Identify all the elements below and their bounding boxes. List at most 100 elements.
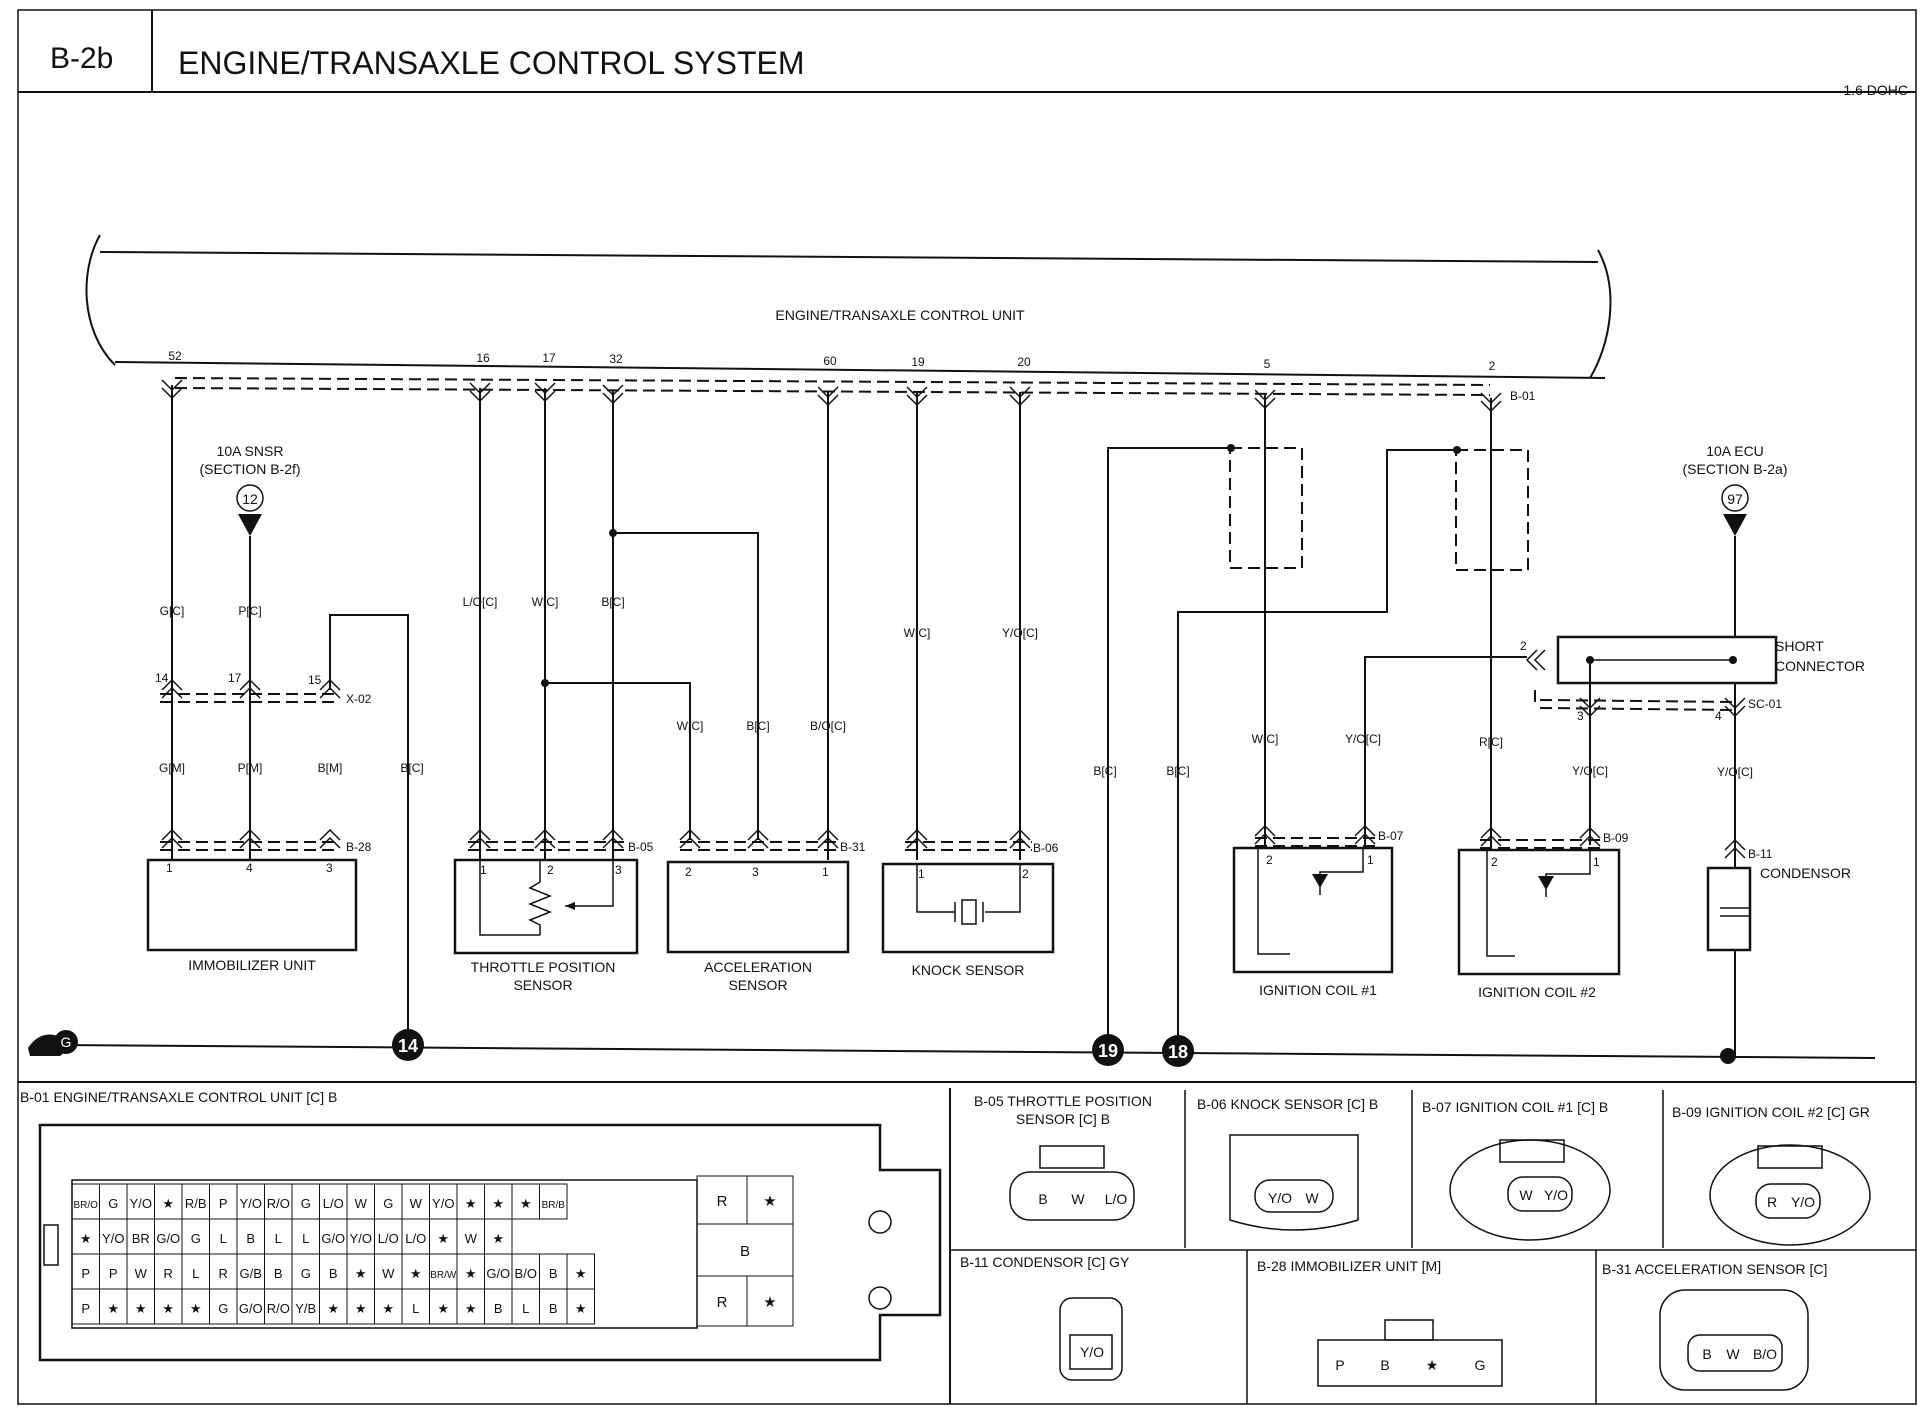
svg-text:B-07: B-07	[1378, 829, 1404, 843]
b01-pin-color: ★	[520, 1196, 532, 1211]
svg-text:3: 3	[326, 861, 333, 875]
svg-text:R: R	[1767, 1194, 1777, 1210]
svg-text:W[C]: W[C]	[677, 719, 704, 733]
ecu-pin: 19	[911, 355, 925, 369]
svg-text:SENSOR: SENSOR	[513, 977, 572, 993]
b01-pin-color: B	[246, 1231, 255, 1246]
b01-pin-color: G/O	[321, 1231, 345, 1246]
fuse-name: 10A ECU	[1706, 443, 1764, 459]
svg-text:W: W	[1305, 1190, 1319, 1206]
acceleration-sensor: B-31 2 3 1 ACCELERATION SENSOR	[666, 828, 866, 993]
b01-pin-color: Y/B	[295, 1301, 316, 1316]
b01-side-pin: R	[717, 1294, 728, 1311]
b01-pin-color: G	[301, 1196, 311, 1211]
b01-pin-color: W	[465, 1231, 478, 1246]
ecu-title: ENGINE/TRANSAXLE CONTROL UNIT	[775, 307, 1025, 323]
b01-pin-color: ★	[162, 1301, 174, 1316]
b01-pin-color: G	[191, 1231, 201, 1246]
svg-text:SENSOR: SENSOR	[728, 977, 787, 993]
ecu-connector-id: B-01	[1510, 389, 1536, 403]
ecu-bottom-edge	[114, 361, 1606, 379]
svg-text:SC-01: SC-01	[1748, 697, 1782, 711]
b01-pin-color: BR	[132, 1231, 150, 1246]
b01-pin-color: L	[275, 1231, 282, 1246]
b01-pin-color: L	[220, 1231, 227, 1246]
svg-text:4: 4	[1715, 709, 1722, 723]
b01-pin-color: L	[412, 1301, 419, 1316]
b01-pin-color: ★	[492, 1196, 504, 1211]
svg-text:B-05: B-05	[628, 840, 654, 854]
fuse-ref: 12	[242, 491, 258, 507]
ecu-connector-line	[174, 377, 1491, 386]
b01-pin-color: R/O	[267, 1196, 290, 1211]
b01-side-cell	[746, 1275, 794, 1327]
svg-text:B/O[C]: B/O[C]	[810, 719, 846, 733]
b01-pin-color: L/O	[323, 1196, 344, 1211]
svg-text:17: 17	[228, 671, 242, 685]
b01-pin-color: Y/O	[432, 1196, 454, 1211]
b01-pin-color: ★	[162, 1196, 174, 1211]
b11-view: Y/O	[1059, 1297, 1123, 1381]
b01-pin-color: Y/O	[240, 1196, 262, 1211]
ecu-pin-numbers: 52 16 17 32 60 19 20 5 2	[168, 349, 1495, 373]
ecu-right-bracket	[1589, 249, 1612, 379]
b01-pin-color: ★	[190, 1301, 202, 1316]
b01-pin-color: Y/O	[350, 1231, 372, 1246]
ecu-chevrons	[161, 379, 1502, 413]
svg-text:W: W	[1519, 1187, 1533, 1203]
b01-pin-color: W	[410, 1196, 423, 1211]
ecu-pin: 60	[823, 354, 837, 368]
svg-text:P[C]: P[C]	[238, 604, 261, 618]
ecu-pin: 32	[609, 352, 623, 366]
b01-pin-cell	[539, 1183, 568, 1220]
b31-view: B W B/O	[1659, 1289, 1809, 1391]
svg-text:ACCELERATION: ACCELERATION	[704, 959, 812, 975]
b09-view: R Y/O	[1709, 1144, 1871, 1246]
immobilizer-label: IMMOBILIZER UNIT	[188, 957, 316, 973]
svg-text:B-05 THROTTLE POSITION: B-05 THROTTLE POSITION	[974, 1093, 1152, 1109]
svg-text:Y/O[C]: Y/O[C]	[1345, 732, 1381, 746]
b01-pin-color: ★	[575, 1301, 587, 1316]
knock-sensor: B-06 1 2 KNOCK SENSOR	[881, 828, 1059, 978]
svg-text:B[C]: B[C]	[601, 595, 624, 609]
wire-17-branch	[545, 682, 691, 840]
svg-text:Y/O[C]: Y/O[C]	[1717, 765, 1753, 779]
ecu-wires	[171, 385, 1492, 860]
ecu-pin: 16	[476, 351, 490, 365]
svg-text:B-06: B-06	[1033, 841, 1059, 855]
svg-text:B[C]: B[C]	[746, 719, 769, 733]
b01-pin-cell	[566, 1288, 595, 1325]
svg-text:L/O[C]: L/O[C]	[463, 595, 498, 609]
b01-side-pin: ★	[763, 1193, 776, 1210]
svg-text:B[C]: B[C]	[1093, 764, 1116, 778]
svg-text:B-28 IMMOBILIZER UNIT [M]: B-28 IMMOBILIZER UNIT [M]	[1257, 1258, 1441, 1274]
b01-pin-color: ★	[492, 1231, 504, 1246]
immobilizer-unit: B-28 1 4 3 IMMOBILIZER UNIT	[146, 828, 372, 973]
b01-pin-color: L	[302, 1231, 309, 1246]
b01-pin-color: G	[108, 1196, 118, 1211]
svg-text:3: 3	[615, 863, 622, 877]
b01-pin-color: B	[549, 1301, 558, 1316]
b01-pin-color: P	[219, 1196, 228, 1211]
page-title: ENGINE/TRANSAXLE CONTROL SYSTEM	[178, 45, 804, 81]
b01-pin-color: W	[135, 1266, 148, 1281]
b01-pin-color: Y/O	[102, 1231, 124, 1246]
b01-pin-color: ★	[437, 1301, 449, 1316]
svg-text:1: 1	[1367, 853, 1374, 867]
b01-pin-color: BR/W	[430, 1270, 457, 1281]
svg-text:15: 15	[308, 673, 322, 687]
view-title: B-01 ENGINE/TRANSAXLE CONTROL UNIT [C] B	[20, 1089, 337, 1105]
ignition-coil-2: B-09 2 1 IGNITION COIL #2	[1457, 826, 1629, 1000]
svg-text:Y/O: Y/O	[1080, 1344, 1104, 1360]
b01-pin-color: B	[274, 1266, 283, 1281]
svg-text:R[C]: R[C]	[1479, 735, 1503, 749]
b01-pin-color: ★	[135, 1301, 147, 1316]
svg-text:CONDENSOR: CONDENSOR	[1760, 865, 1851, 881]
b01-pin-color: W	[382, 1266, 395, 1281]
svg-text:B-11 CONDENSOR [C] GY: B-11 CONDENSOR [C] GY	[960, 1254, 1130, 1270]
svg-text:B: B	[1038, 1191, 1047, 1207]
ecu-pin: 2	[1489, 359, 1496, 373]
ground-wires	[1107, 444, 1529, 1045]
svg-text:1: 1	[480, 863, 487, 877]
